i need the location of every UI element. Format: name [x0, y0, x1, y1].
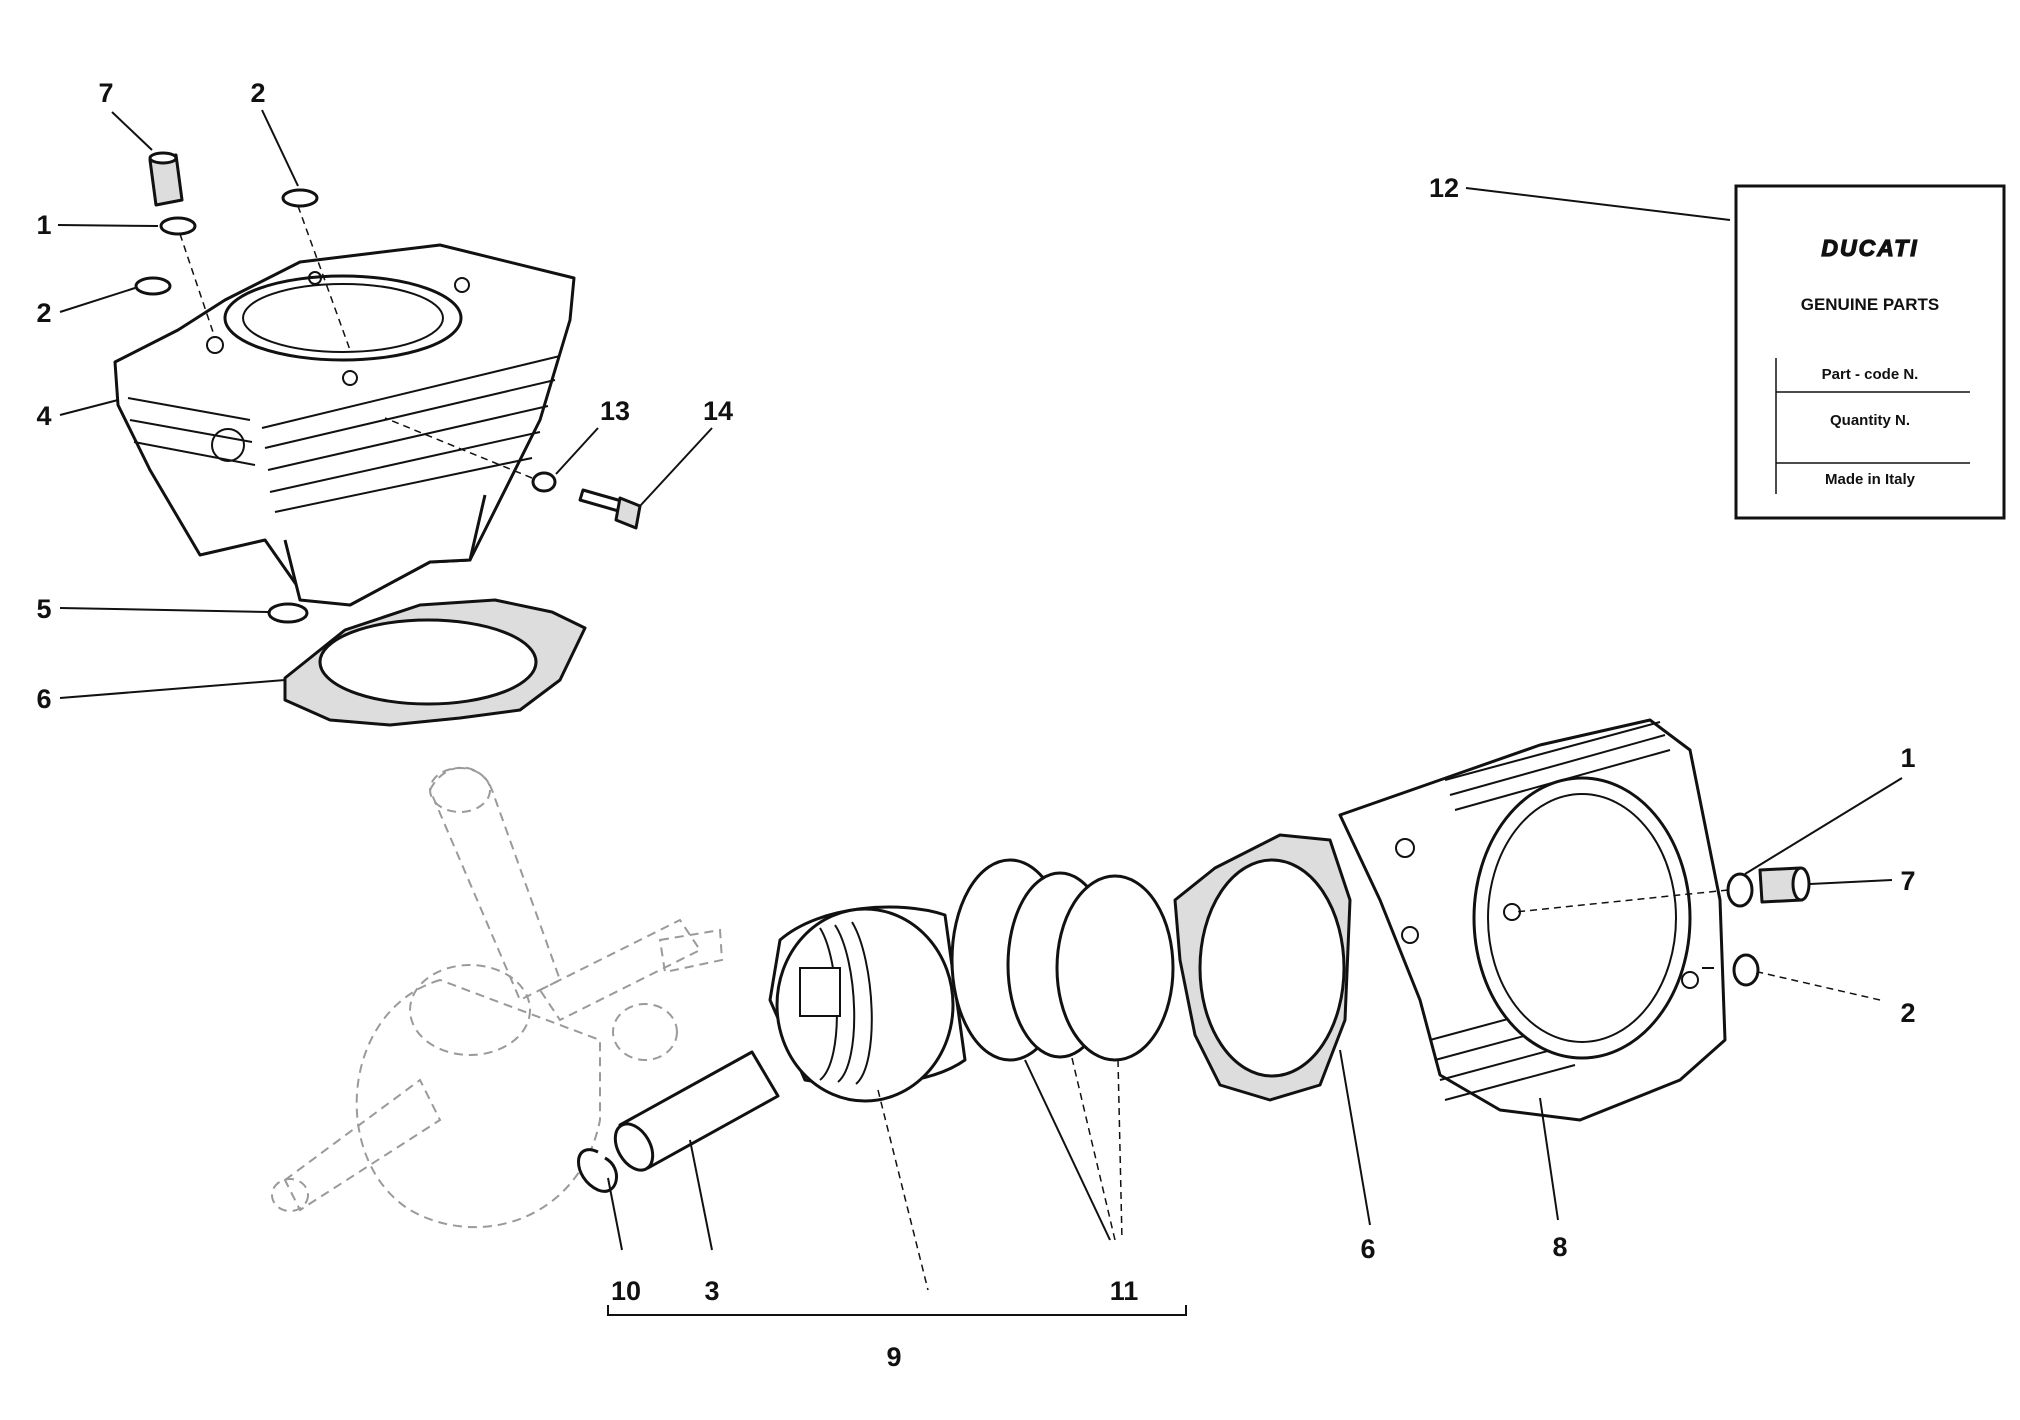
gudgeon-pin-3: [613, 1050, 780, 1172]
piston-9: [768, 905, 967, 1103]
dowel-pin-lower: [1758, 866, 1811, 904]
callout-12: 12: [1429, 173, 1459, 203]
genuine-parts-card: DUCATI GENUINE PARTS Part - code N. Quan…: [1734, 184, 2006, 520]
leader-lines: [57, 109, 1903, 1316]
card-quantity: Quantity N.: [1830, 412, 1910, 429]
callout-2-lower: 2: [1900, 998, 1915, 1028]
cylinder-body-upper: [113, 243, 576, 607]
callout-6-lower: 6: [1360, 1234, 1375, 1264]
callout-2-upper-right: 2: [250, 78, 265, 108]
o-ring-upper-2b: [134, 276, 172, 296]
card-brand: DUCATI: [1821, 235, 1918, 261]
callout-4: 4: [36, 401, 51, 431]
callout-5: 5: [36, 594, 51, 624]
callout-10: 10: [611, 1276, 641, 1306]
card-origin: Made in Italy: [1825, 471, 1916, 488]
callout-6-upper: 6: [36, 684, 51, 714]
callout-13: 13: [600, 396, 630, 426]
callout-1-lower: 1: [1900, 743, 1915, 773]
o-ring-5: [267, 602, 309, 624]
o-ring-upper-1: [159, 216, 197, 236]
callout-11: 11: [1110, 1276, 1139, 1306]
o-ring-upper-2a: [281, 188, 319, 208]
base-gasket-lower: [1173, 833, 1352, 1102]
upper-cylinder-assembly: [113, 151, 642, 727]
callout-7-upper: 7: [98, 78, 113, 108]
crankshaft-ghost: [271, 766, 724, 1229]
callout-3: 3: [704, 1276, 719, 1306]
callout-14: 14: [703, 396, 733, 426]
bolt-14: [578, 488, 642, 530]
washer-13: [531, 471, 557, 493]
card-part-code: Part - code N.: [1822, 366, 1919, 383]
circlip-10: [577, 1148, 618, 1193]
callout-7-lower: 7: [1900, 866, 1915, 896]
callout-8: 8: [1552, 1232, 1567, 1262]
piston-rings-11: [950, 858, 1175, 1062]
o-ring-lower-1: [1726, 872, 1754, 908]
card-title: GENUINE PARTS: [1801, 295, 1940, 314]
cylinder-body-lower: [1338, 718, 1727, 1122]
o-ring-lower-2: [1732, 953, 1760, 987]
base-gasket-upper: [283, 598, 587, 727]
callout-labels: 7 2 1 2 4 13 14 5 6 12 1 7 2 6 8 10 3 11…: [36, 78, 1915, 1372]
callout-9: 9: [886, 1342, 901, 1372]
dowel-pin-upper: [148, 151, 184, 207]
callout-2-upper-left: 2: [36, 298, 51, 328]
callout-1-upper: 1: [36, 210, 51, 240]
